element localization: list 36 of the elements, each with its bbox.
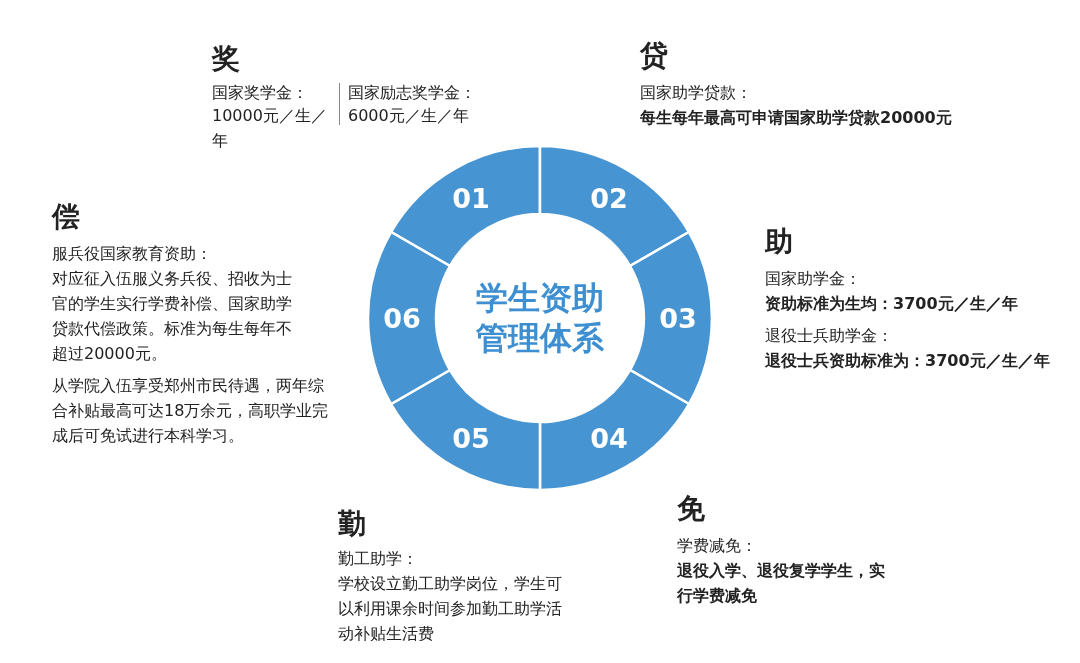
ring-segment xyxy=(630,232,712,404)
description-text: 学费减免： xyxy=(677,535,758,557)
category-heading: 偿 xyxy=(52,201,81,233)
description-text: 6000元／生／年 xyxy=(348,105,470,127)
segment-number: 02 xyxy=(590,183,628,214)
description-text: 10000元／生／年 xyxy=(212,105,328,152)
center-title: 学生资助管理体系 xyxy=(475,278,605,358)
description-text: 退役士兵资助标准为：3700元／生／年 xyxy=(765,350,1051,372)
description-text: 国家助学贷款： xyxy=(640,82,753,104)
description-text: 从学院入伍享受郑州市民待遇，两年综合补贴最高可达18万余元，高职学业完成后可免试进行本科学习。 xyxy=(52,375,330,447)
ring-segment xyxy=(540,146,689,266)
segment-number: 04 xyxy=(590,422,628,453)
category-heading: 勤 xyxy=(338,508,367,540)
description-text: 学校设立勤工助学岗位，学生可以利用课余时间参加勤工助学活动补贴生活费 xyxy=(338,573,563,645)
description-text: 国家奖学金： xyxy=(212,82,309,104)
ring-segment xyxy=(540,370,689,490)
ring-segment xyxy=(391,370,540,490)
segment-number: 06 xyxy=(383,302,421,334)
description-text: 国家励志奖学金： xyxy=(348,82,477,104)
description-text: 每生每年最高可申请国家助学贷款20000元 xyxy=(640,107,953,129)
ring-segment xyxy=(368,232,450,404)
description-text: 对应征入伍服义务兵役、招收为士官的学生实行学费补偿、国家助学贷款代偿政策。标准为每生每年不超过20000元。 xyxy=(52,268,293,365)
description-text: 国家助学金： xyxy=(765,268,862,290)
description-text: 退役入学、退役复学学生，实行学费减免 xyxy=(677,560,886,607)
description-text: 勤工助学： xyxy=(338,548,419,570)
description-text: 服兵役国家教育资助： xyxy=(52,243,213,265)
segment-number: 03 xyxy=(659,302,697,334)
segment-number: 01 xyxy=(452,183,490,214)
category-heading: 助 xyxy=(765,226,794,258)
ring-segment xyxy=(391,146,540,266)
segment-number: 05 xyxy=(452,422,490,453)
category-heading: 免 xyxy=(677,493,706,525)
category-heading: 贷 xyxy=(640,40,669,72)
description-text: 资助标准为生均：3700元／生／年 xyxy=(765,293,1019,315)
description-text: 退役士兵助学金： xyxy=(765,325,894,347)
category-heading: 奖 xyxy=(212,43,241,75)
